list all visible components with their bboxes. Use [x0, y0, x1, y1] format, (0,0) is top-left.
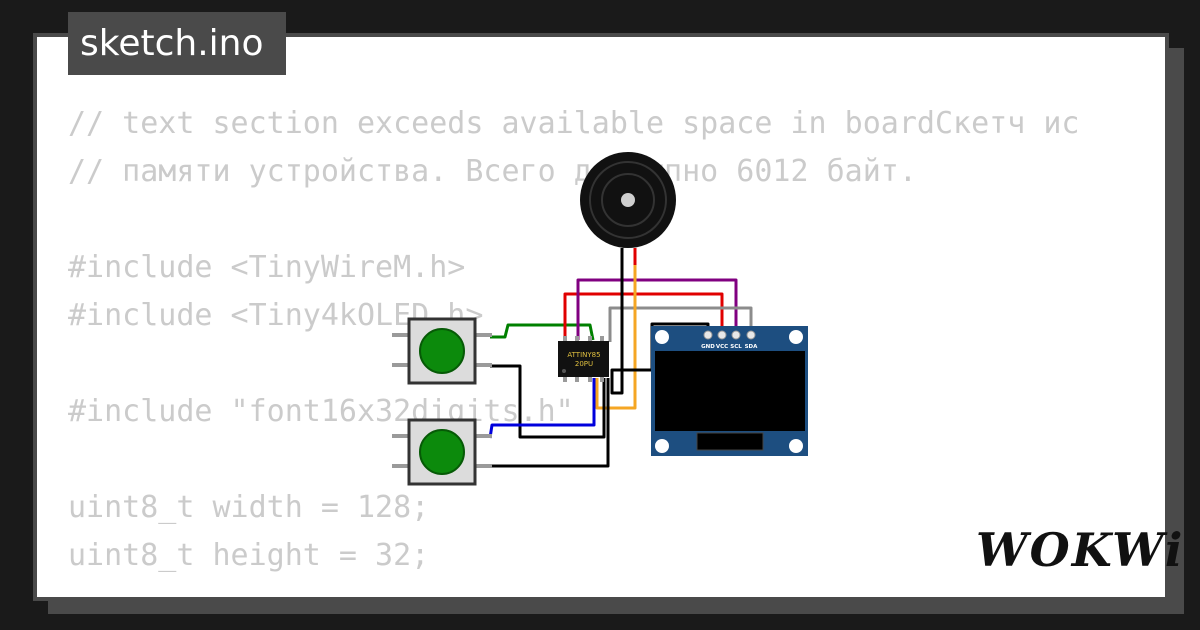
oled-pin-label: GND — [701, 344, 715, 350]
chip-label-speed: 20PU — [575, 360, 593, 368]
wire-orange — [595, 265, 637, 410]
wire-green — [490, 323, 595, 341]
oled-pin-label: SDA — [745, 344, 759, 350]
code-line: #include "font16x32digits.h" — [68, 394, 574, 429]
wire-red — [563, 292, 724, 340]
chip-label-model: ATTINY85 — [567, 351, 600, 359]
filename-tab[interactable]: sketch.ino — [68, 12, 286, 75]
code-line: uint8_t height = 32; — [68, 538, 430, 573]
oled-pin-label: VCC — [716, 344, 728, 350]
wire-black-btn1 — [490, 364, 606, 439]
code-line: // text section exceeds available space … — [68, 106, 1080, 141]
pushbutton-1[interactable] — [392, 317, 492, 385]
oled-display[interactable]: GND VCC SCL SDA — [651, 326, 808, 456]
code-preview: // text section exceeds available space … — [68, 100, 1134, 580]
wire-blue — [488, 378, 596, 439]
oled-pin-label: SCL — [730, 344, 742, 350]
code-line: uint8_t width = 128; — [68, 490, 430, 525]
project-card — [33, 33, 1169, 601]
buzzer[interactable] — [580, 152, 676, 248]
wire-black-btn2 — [490, 378, 610, 468]
wire-purple — [576, 278, 738, 340]
wire-gray — [608, 306, 753, 342]
wokwi-logo: WOKWi — [976, 523, 1185, 577]
wire-black-buzzer — [610, 248, 624, 395]
pushbutton-2[interactable] — [392, 418, 492, 486]
attiny85-chip[interactable]: ATTINY85 20PU — [558, 336, 609, 382]
code-line: // памяти устройства. Всего доступно 601… — [68, 154, 917, 189]
code-line: #include <TinyWireM.h> — [68, 250, 466, 285]
